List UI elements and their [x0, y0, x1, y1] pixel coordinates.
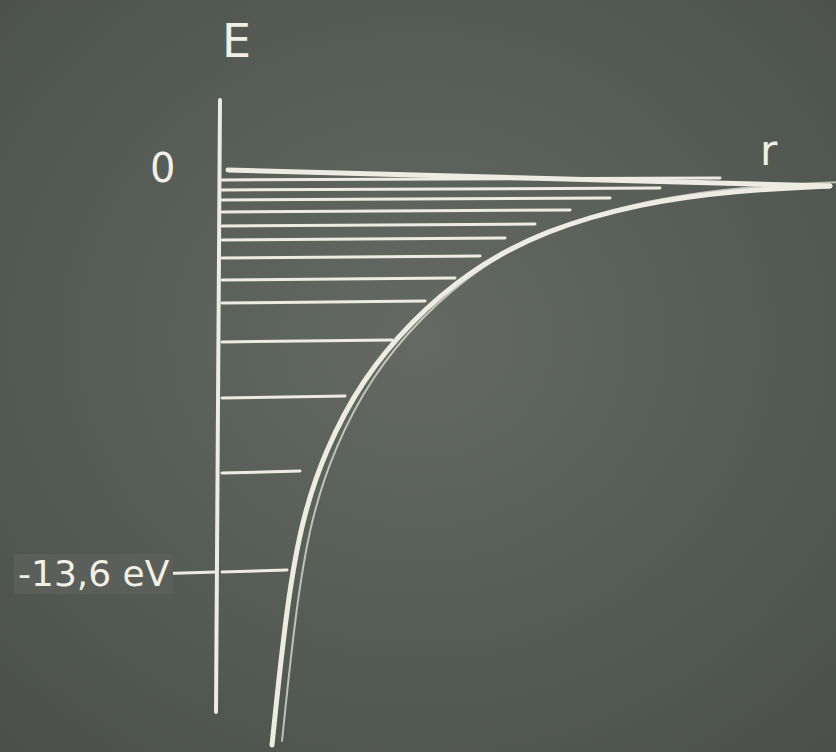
energy-level: [222, 396, 345, 398]
zero-label: 0: [150, 148, 175, 188]
axis-label: E: [222, 18, 251, 64]
axis-label: r: [760, 130, 777, 172]
energy-level: [222, 188, 660, 190]
energy-level: [222, 340, 392, 342]
energy-axis: [216, 100, 220, 712]
energy-level: [222, 301, 425, 303]
energy-level: [222, 178, 720, 180]
energy-level: [222, 256, 480, 258]
energy-value: -13,6 eV: [14, 554, 173, 594]
energy-level: [222, 224, 535, 226]
potential-curve: [272, 186, 830, 745]
energy-level: [222, 210, 570, 212]
energy-level: [222, 471, 300, 473]
energy-level: [222, 238, 505, 240]
energy-level: [222, 278, 455, 280]
energy-level: [222, 570, 287, 572]
potential-curve-trace: [282, 182, 836, 741]
energy-level: [222, 198, 610, 200]
